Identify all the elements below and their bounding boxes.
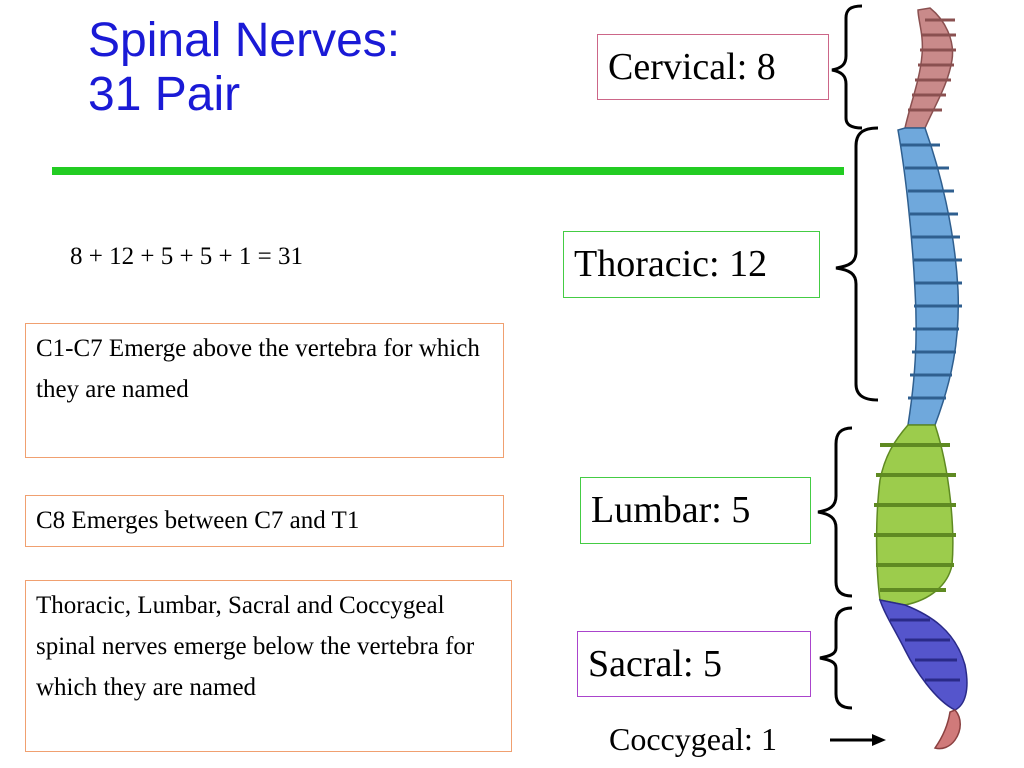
lumbar-label: Lumbar: 5 (580, 477, 811, 544)
note-cervical-emerge-above: C1-C7 Emerge above the vertebra for whic… (25, 323, 504, 458)
title-line-1: Spinal Nerves: (88, 14, 401, 67)
sacral-label: Sacral: 5 (577, 631, 811, 697)
cervical-brace (831, 4, 863, 130)
page-title: Spinal Nerves: 31 Pair (88, 14, 400, 122)
coccygeal-arrow (830, 734, 886, 746)
spine-sacral-region (878, 599, 968, 711)
spine-coccygeal-region (933, 709, 961, 750)
coccygeal-label: Coccygeal: 1 (609, 721, 777, 757)
thoracic-label: Thoracic: 12 (563, 231, 820, 298)
cervical-label: Cervical: 8 (597, 34, 829, 100)
spine-thoracic-region (897, 127, 962, 426)
sacral-brace (819, 606, 853, 710)
title-divider (52, 167, 844, 175)
spine-lumbar-region (874, 424, 956, 606)
spine-cervical-region (904, 7, 956, 129)
note-emerge-below: Thoracic, Lumbar, Sacral and Coccygeal s… (25, 580, 512, 752)
thoracic-brace (835, 126, 879, 402)
note-c8-emerges: C8 Emerges between C7 and T1 (25, 495, 504, 547)
lumbar-brace (817, 426, 853, 598)
sum-equation: 8 + 12 + 5 + 5 + 1 = 31 (70, 243, 303, 270)
title-line-2: 31 Pair (88, 68, 241, 121)
